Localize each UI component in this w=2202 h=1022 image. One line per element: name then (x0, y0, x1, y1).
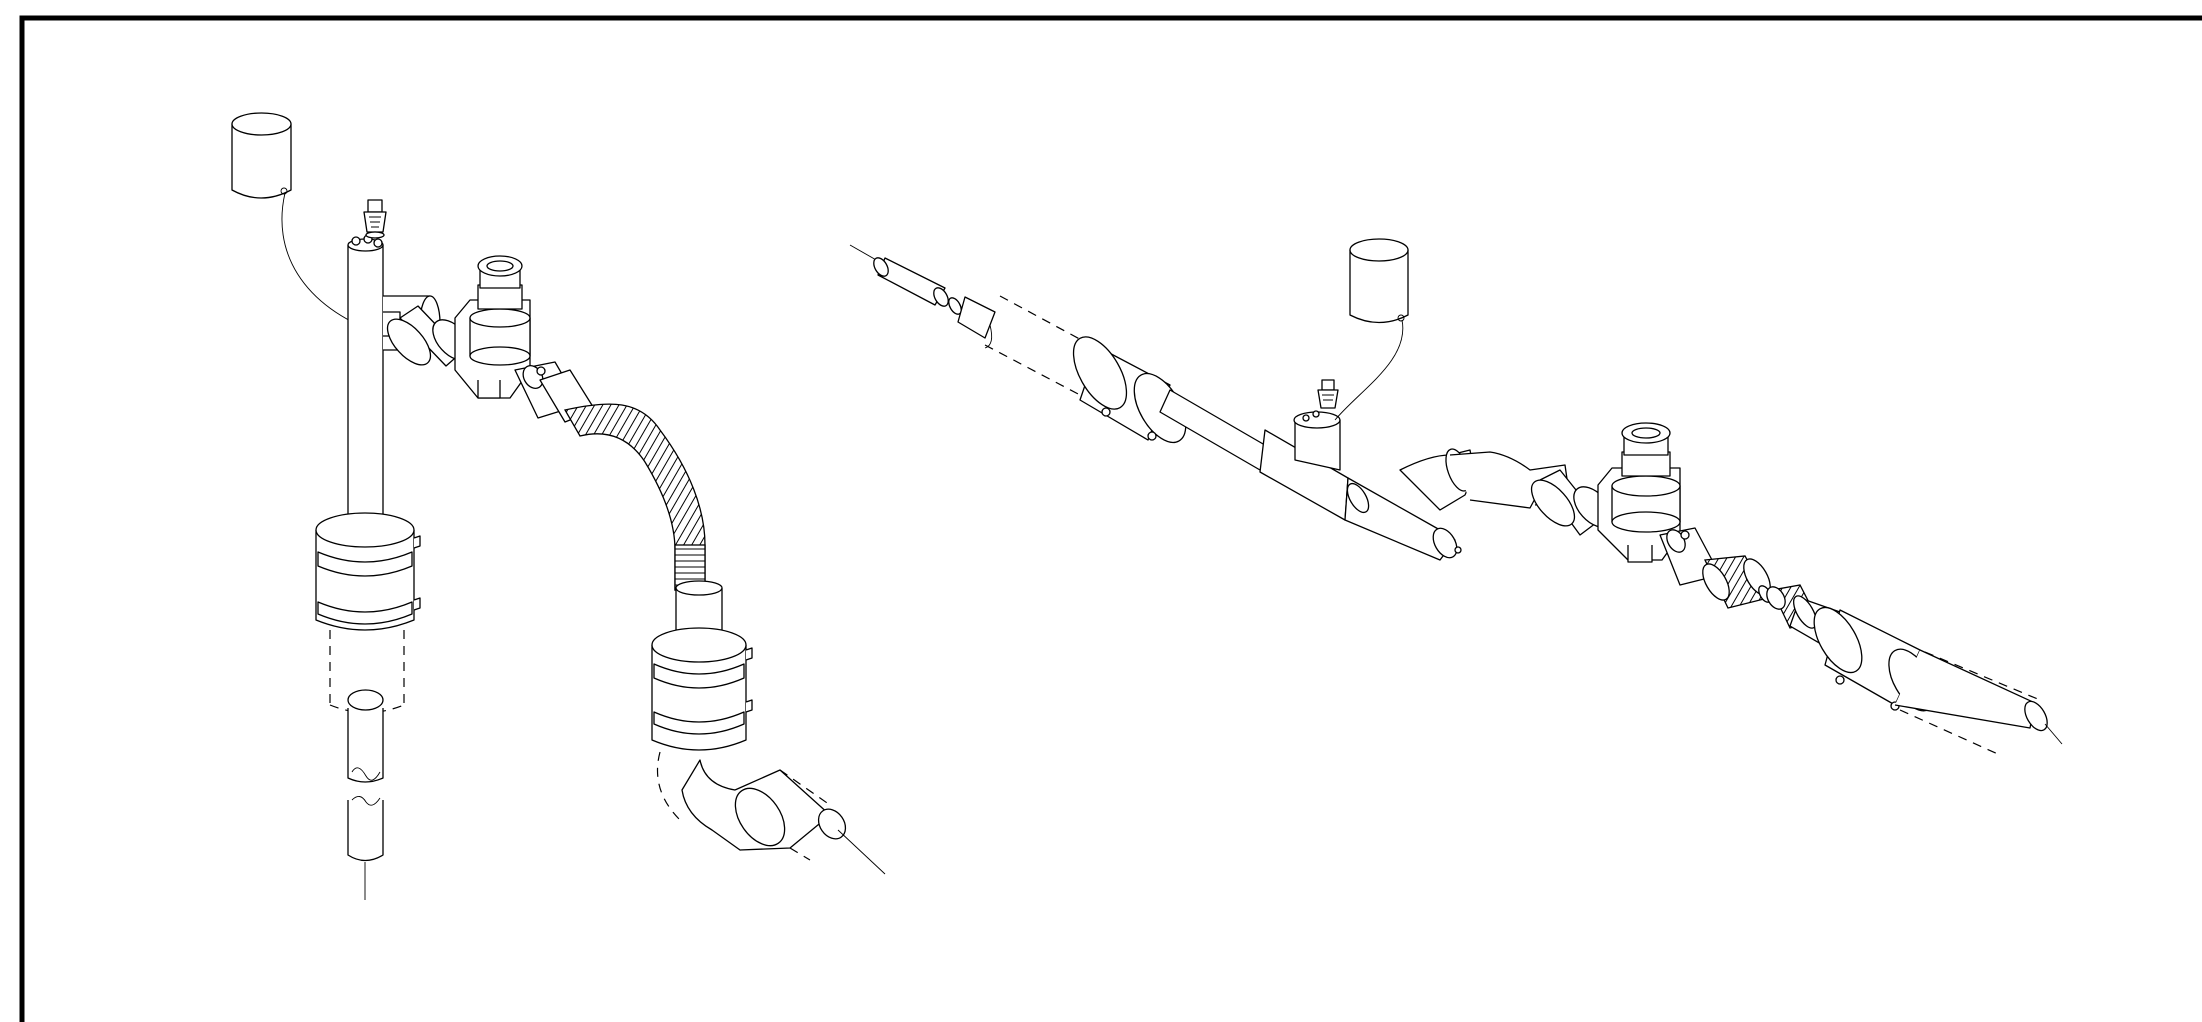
clamp-saddle-icon (984, 295, 1187, 444)
cap-icon (1334, 238, 1409, 421)
tee-icon (1259, 411, 1462, 561)
union-icon (1530, 469, 1613, 536)
hidden-main-icon (329, 630, 405, 900)
clamp-saddle-icon (651, 627, 753, 751)
clamp-saddle-icon (1813, 606, 2063, 756)
clamp-saddle-icon (315, 512, 421, 631)
air-valve-icon (363, 199, 387, 239)
pressure-regulator-icon (1597, 422, 1681, 563)
riser-pipe-icon (347, 234, 384, 531)
flex-hose-icon (563, 403, 723, 631)
drawing-border (19, 15, 2202, 1022)
main-pipe-icon (849, 244, 996, 349)
right-assembly (849, 238, 2063, 756)
cap-icon (231, 112, 381, 335)
elbow-icon (656, 751, 886, 875)
left-assembly (231, 112, 886, 900)
air-valve-icon (1302, 379, 1339, 422)
pressure-regulator-icon (454, 255, 531, 399)
